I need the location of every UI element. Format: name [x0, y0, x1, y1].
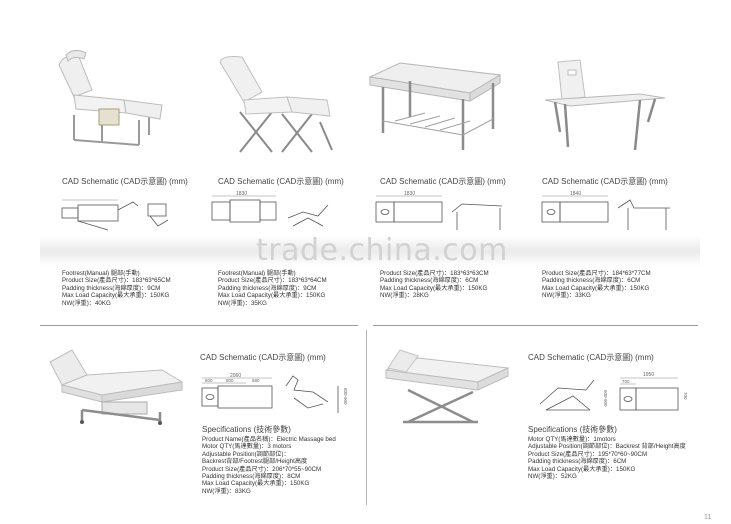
- cad-title-4: CAD Schematic (CAD示意圖) (mm): [542, 177, 668, 186]
- spec-line: Max Load Capacity(最大承重)：150KG: [218, 292, 326, 300]
- spec-line: Product Size(產品尺寸)：184*63*77CM: [542, 270, 651, 277]
- cad-dim-6-a: 700: [622, 379, 630, 384]
- spec-line: Padding thickness(海綿厚度)：9CM: [218, 284, 317, 292]
- cad-drawing-4: 1840: [538, 190, 678, 235]
- watermark: trade.china.com: [256, 233, 508, 268]
- spec-line: Motor QTY(馬達數量)：1motors: [528, 436, 616, 443]
- cad-title-5: CAD Schematic (CAD示意圖) (mm): [200, 353, 326, 362]
- product-photo-massage-table-2: [540, 52, 670, 157]
- cad-dim-5-b: 800: [226, 378, 234, 383]
- spec-line: Product Size(產品尺寸)：183*63*64CM: [218, 277, 327, 285]
- cad-dim-2-length: 1830: [236, 191, 247, 197]
- cad-dim-6-length: 1950: [643, 372, 654, 378]
- spec-line: Max Load Capacity(最大承重)：150KG: [62, 292, 170, 300]
- spec-title-5: Specifications (技術參數): [202, 425, 291, 434]
- spec-line: Footrest(Manual) 腿部(手動): [62, 270, 140, 277]
- spec-line: Padding thickness(海綿厚度)：6CM: [542, 277, 641, 285]
- horizontal-divider-right: [373, 325, 698, 326]
- spec-line: Padding thickness(海綿厚度)：9CM: [62, 284, 161, 292]
- cad-drawing-3: 1830: [372, 190, 512, 235]
- cad-dim-5-length: 2060: [230, 373, 241, 379]
- specs-5: Product Name(產品名稱)：Electric Massage bed …: [202, 436, 336, 495]
- spec-line: Product Size(產品尺寸)：183*63*63CM: [380, 270, 489, 277]
- spec-line: Product Name(產品名稱)：Electric Massage bed: [202, 436, 336, 443]
- spec-line: Product Size(產品尺寸)：195*70*60~90CM: [528, 450, 648, 458]
- spec-line: Max Load Capacity(最大承重)：150KG: [542, 284, 650, 292]
- spec-line: Adjustable Position(調節部位)：: [202, 450, 290, 458]
- cad-dim-5-height: 600-900: [343, 388, 348, 405]
- specs-4: Product Size(產品尺寸)：184*63*77CM Padding t…: [542, 270, 651, 300]
- spec-line: Product Size(產品尺寸)：183*63*65CM: [62, 277, 171, 285]
- vertical-divider: [366, 330, 367, 505]
- cad-dim-5-a: 600: [205, 378, 213, 383]
- product-photo-beauty-chair-1: [44, 45, 169, 155]
- cad-title-3: CAD Schematic (CAD示意圖) (mm): [380, 177, 506, 186]
- cad-dim-5-c: 680: [252, 378, 260, 383]
- spec-line: NW(淨重)：33KG: [542, 292, 591, 300]
- spec-line: NW(淨重)：40KG: [62, 299, 111, 307]
- horizontal-divider-left: [40, 325, 358, 326]
- cad-dim-4-length: 1840: [570, 191, 581, 197]
- spec-line: Padding thickness(海綿厚度)：6CM: [380, 277, 479, 285]
- product-photo-beauty-chair-2: [212, 52, 342, 157]
- spec-line: Footrest(Manual) 腿部(手動): [218, 270, 296, 277]
- spec-line: NW(淨重)：83KG: [202, 487, 251, 495]
- spec-line: Motor QTY(馬達數量)：3 motors: [202, 443, 292, 451]
- cad-dim-3-length: 1830: [404, 191, 415, 197]
- cad-title-2: CAD Schematic (CAD示意圖) (mm): [218, 177, 344, 186]
- page-number: 11: [704, 514, 712, 521]
- spec-line: NW(淨重)：35KG: [218, 299, 267, 307]
- spec-line: Max Load Capacity(最大承重)：150KG: [202, 480, 310, 488]
- cad-title-1: CAD Schematic (CAD示意圖) (mm): [62, 177, 188, 186]
- cad-dim-6-height: 600-900: [603, 390, 608, 407]
- specs-6: Motor QTY(馬達數量)：1motors Adjustable Posit…: [528, 436, 686, 480]
- cad-drawing-1: [58, 190, 183, 235]
- spec-title-6: Specifications (技術參數): [528, 425, 617, 434]
- spec-line: Backrest背部/Footrest腿部/Height高度: [202, 458, 308, 466]
- spec-line: Adjustable Position(調節部位)：Backrest 背部/He…: [528, 443, 686, 451]
- spec-line: NW(淨重)：52KG: [528, 472, 577, 480]
- product-photo-electric-table: [378, 340, 518, 430]
- spec-line: Padding thickness(海綿厚度)：6CM: [528, 458, 627, 466]
- specs-1: Footrest(Manual) 腿部(手動) Product Size(產品尺…: [62, 270, 171, 307]
- spec-line: Max Load Capacity(最大承重)：150KG: [380, 284, 488, 292]
- specs-3: Product Size(產品尺寸)：183*63*63CM Padding t…: [380, 270, 489, 300]
- blurred-band: [40, 236, 700, 266]
- cad-dim-6-width: 700: [683, 392, 688, 400]
- spec-line: Product Size(產品尺寸)：206*70*55~90CM: [202, 465, 322, 473]
- cad-title-6: CAD Schematic (CAD示意圖) (mm): [528, 353, 654, 362]
- cad-drawing-5: 2060 600 800 680 600-900: [198, 368, 358, 418]
- specs-2: Footrest(Manual) 腿部(手動) Product Size(產品尺…: [218, 270, 327, 307]
- product-photo-electric-bed: [42, 340, 192, 425]
- spec-line: NW(淨重)：28KG: [380, 292, 429, 300]
- product-photo-massage-table-1: [365, 55, 505, 155]
- spec-line: Padding thickness(海綿厚度)：8CM: [202, 472, 301, 480]
- cad-drawing-2: 1830: [208, 190, 338, 235]
- spec-line: Max Load Capacity(最大承重)：150KG: [528, 465, 636, 473]
- cad-drawing-6: 1950 700 600-900 700: [528, 366, 693, 421]
